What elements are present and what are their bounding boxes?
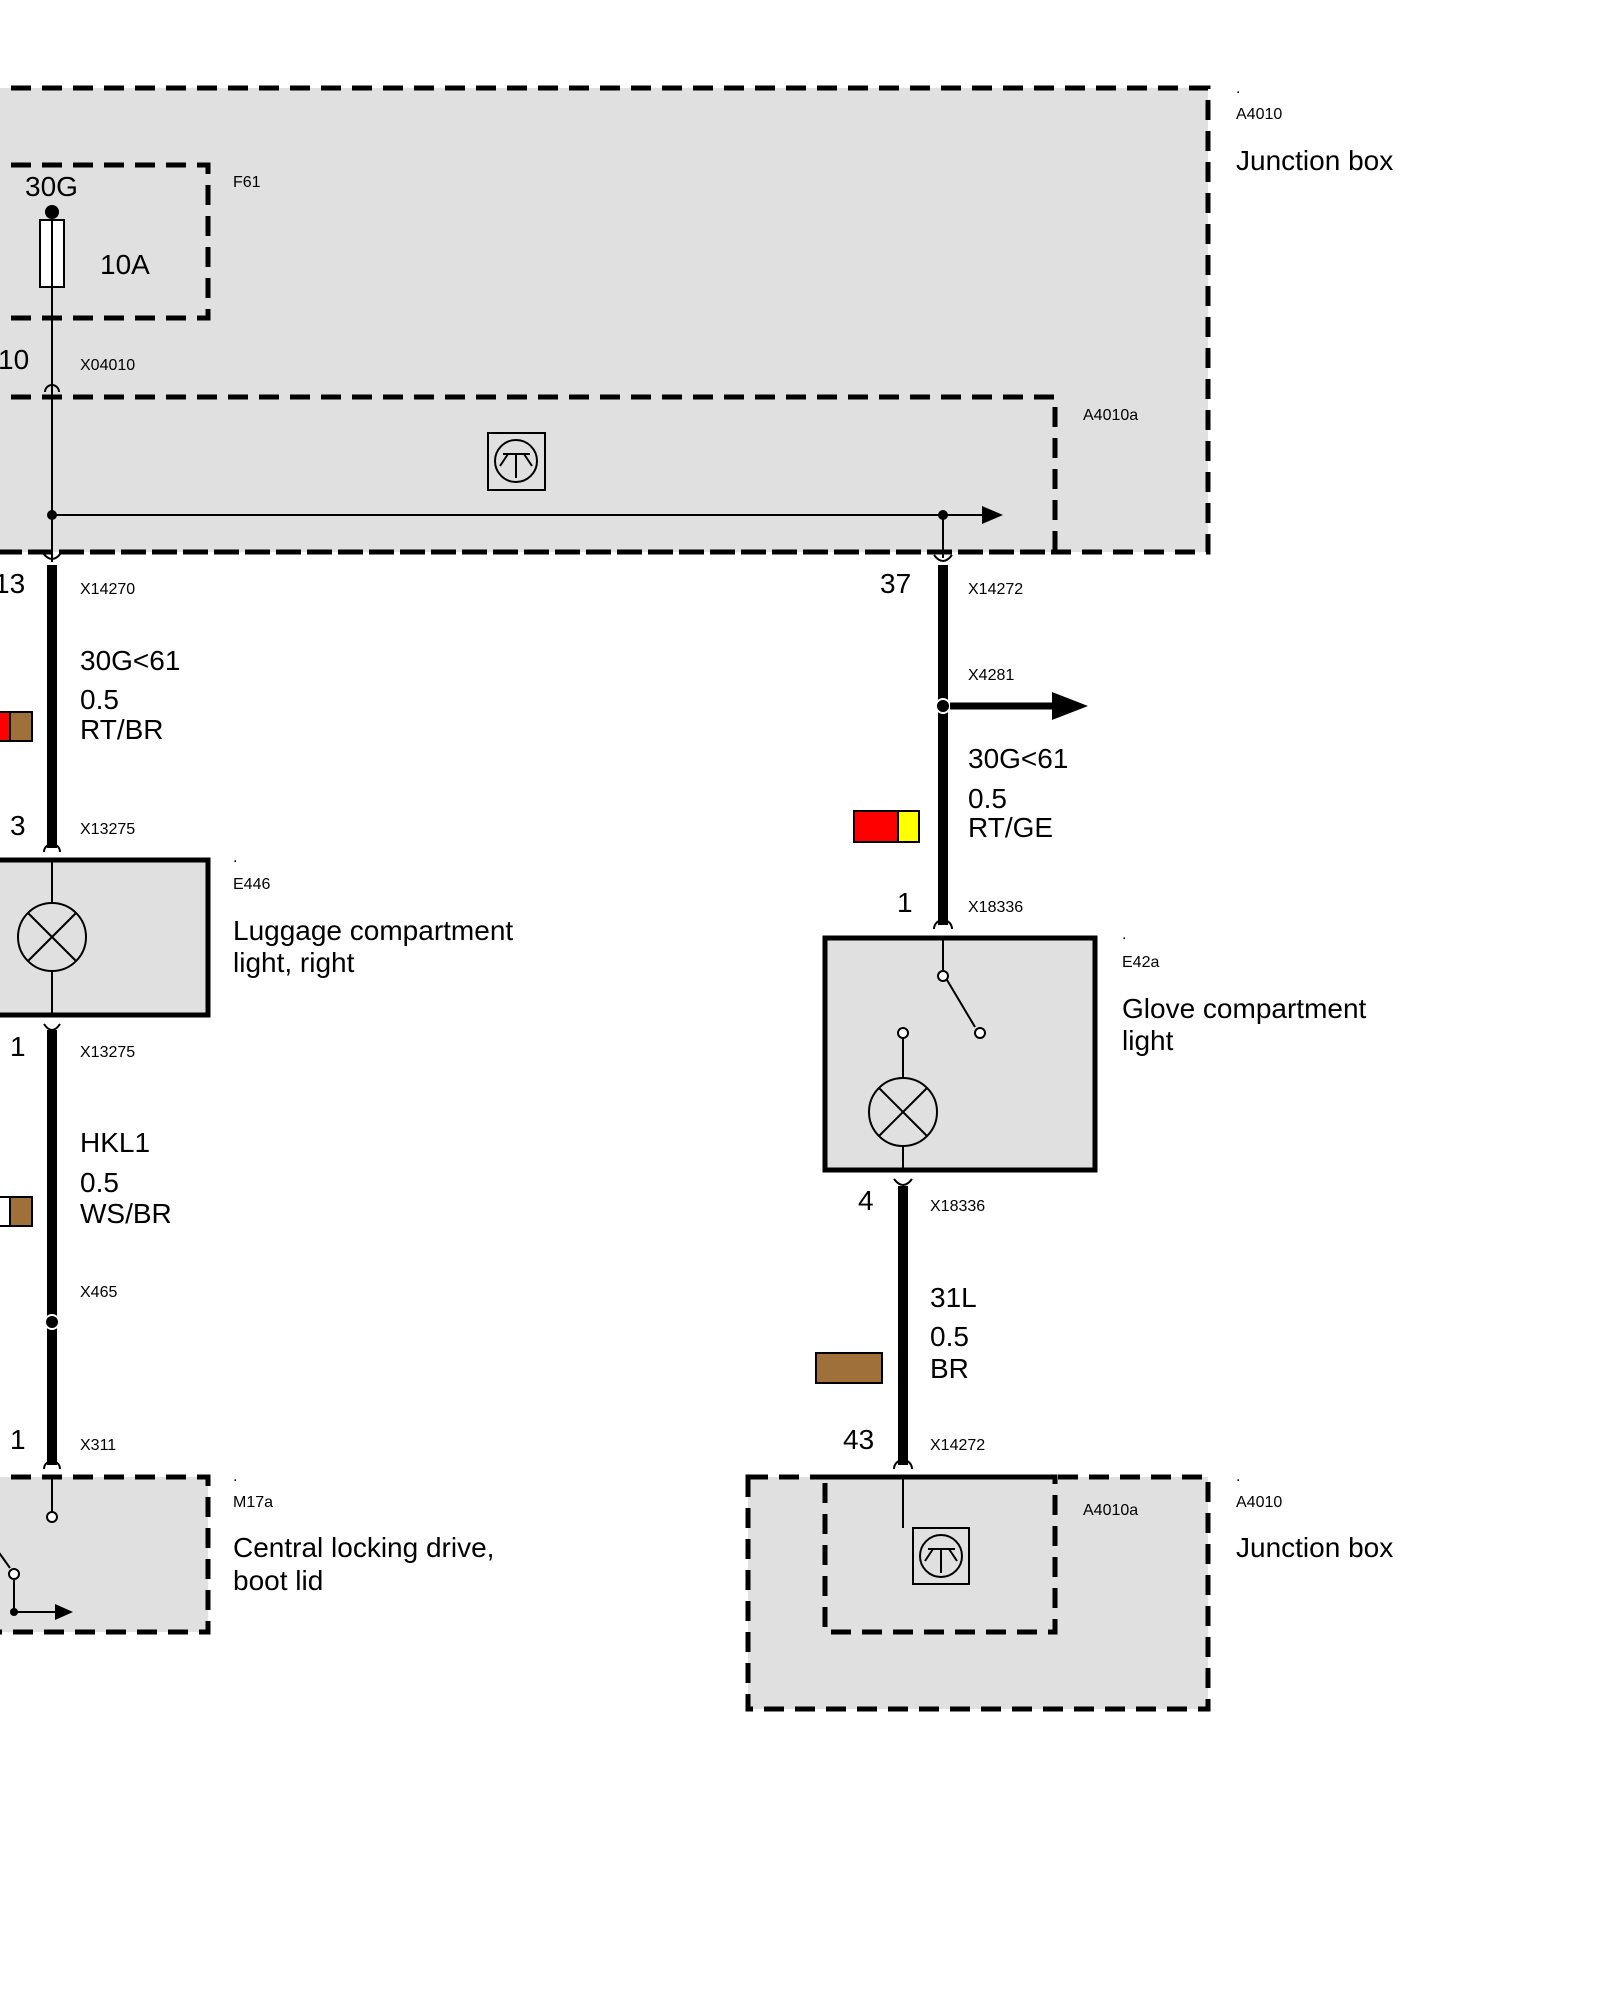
wire-left-lower-color-swatch	[0, 1196, 33, 1227]
right-bottom-connector: X14272	[930, 1437, 985, 1454]
splice-x465	[44, 1314, 60, 1330]
left-mid-bottom-connector: X13275	[80, 1044, 135, 1061]
connector-x311-symbol	[43, 1460, 61, 1470]
wire-left-lower-signal: HKL1	[80, 1127, 150, 1158]
wire-left-upper-signal: 30G<61	[80, 645, 180, 676]
right-light-top-pin: 1	[897, 887, 913, 918]
right-splice-connector: X4281	[968, 667, 1014, 684]
right-light-bottom-connector: X18336	[930, 1198, 985, 1215]
wire-right-lower-color: BR	[930, 1353, 969, 1384]
transistor-bottom-icon	[912, 1527, 970, 1585]
left-mid-top-connector: X13275	[80, 821, 135, 838]
wire-right-upper-signal: 30G<61	[968, 743, 1068, 774]
splice-x4281	[935, 698, 951, 714]
glove-light-box	[822, 935, 1098, 1173]
wire-left-upper-color: RT/BR	[80, 714, 164, 745]
fuse-connector-id: X04010	[80, 357, 135, 374]
central-locking-name-1: Central locking drive,	[233, 1532, 494, 1563]
fuse-connector-pin: 10	[0, 344, 29, 375]
central-locking-box	[0, 1474, 211, 1635]
central-locking-name-2: boot lid	[233, 1565, 323, 1596]
wire-right-lower-section: 0.5	[930, 1321, 969, 1352]
glove-light-name-2: light	[1122, 1025, 1174, 1056]
wire-right-upper-color-swatch	[853, 810, 920, 843]
transistor-icon	[487, 432, 546, 491]
right-bottom-pin: 43	[843, 1424, 874, 1455]
wire-right-lower-signal: 31L	[930, 1282, 977, 1313]
left-splice-connector: X465	[80, 1284, 117, 1301]
connector-x14272-bottom-symbol	[893, 1459, 913, 1470]
luggage-light-dot: .	[233, 849, 237, 866]
bus-arrow-icon	[982, 506, 1003, 524]
right-light-top-connector: X18336	[968, 899, 1023, 916]
wire-right-upper-color: RT/GE	[968, 812, 1053, 843]
door-switch-icon	[897, 970, 986, 1039]
splice-branch-arrow-icon	[1052, 692, 1088, 720]
left-bottom-connector: X311	[80, 1437, 116, 1454]
luggage-light-box	[0, 857, 211, 1018]
right-light-bottom-pin: 4	[858, 1185, 874, 1216]
central-locking-dot: .	[233, 1468, 237, 1485]
connector-x13275-bottom-symbol	[43, 1023, 61, 1031]
electronics-module-bottom-outline	[822, 1474, 1058, 1635]
wire-right-upper-section: 0.5	[968, 783, 1007, 814]
junction-box-bottom-dot: .	[1236, 1468, 1240, 1485]
left-top-connector: X14270	[80, 581, 135, 598]
connector-x13275-top-symbol	[43, 843, 61, 853]
wire-left-lower-section: 0.5	[80, 1167, 119, 1198]
wire-right-lower-color-swatch	[815, 1352, 883, 1384]
luggage-light-id: E446	[233, 876, 270, 893]
switch-icon	[0, 1511, 73, 1620]
glove-light-id: E42a	[1122, 954, 1159, 971]
right-top-connector: X14272	[968, 581, 1023, 598]
luggage-light-name-2: light, right	[233, 947, 355, 978]
left-bottom-pin: 1	[10, 1424, 26, 1455]
junction-box-bottom-id: A4010	[1236, 1494, 1282, 1511]
junction-box-top-dot: .	[1236, 80, 1240, 97]
connector-x14272-top-symbol	[933, 554, 953, 562]
wire-left-lower-color: WS/BR	[80, 1198, 172, 1229]
left-mid-bottom-pin: 1	[10, 1031, 26, 1062]
fuse-terminal-label: 30G	[25, 171, 78, 202]
junction-box-top-id: A4010	[1236, 106, 1282, 123]
electronics-module-top-id: A4010a	[1083, 407, 1138, 424]
fuse-rating: 10A	[100, 249, 150, 280]
central-locking-id: M17a	[233, 1494, 273, 1511]
luggage-light-name-1: Luggage compartment	[233, 915, 513, 946]
junction-box-bottom-name: Junction box	[1236, 1532, 1393, 1563]
left-mid-top-pin: 3	[10, 810, 26, 841]
junction-box-bottom-outline	[745, 1474, 1211, 1712]
electronics-module-bottom-id: A4010a	[1083, 1502, 1138, 1519]
connector-x04010-symbol	[44, 384, 60, 393]
junction-box-top-name: Junction box	[1236, 145, 1393, 176]
glove-light-dot: .	[1122, 926, 1126, 943]
left-top-pin: 13	[0, 568, 25, 599]
wire-left-upper-color-swatch	[0, 711, 33, 742]
connector-x18336-top-symbol	[933, 919, 953, 930]
right-top-pin: 37	[880, 568, 911, 599]
glove-light-name-1: Glove compartment	[1122, 993, 1367, 1024]
electronics-module-top-outline	[0, 394, 1058, 555]
connector-x14270-symbol	[42, 552, 62, 560]
fuse-box-id: F61	[233, 174, 261, 191]
connector-x18336-bottom-symbol	[893, 1178, 913, 1186]
wire-left-upper-section: 0.5	[80, 684, 119, 715]
